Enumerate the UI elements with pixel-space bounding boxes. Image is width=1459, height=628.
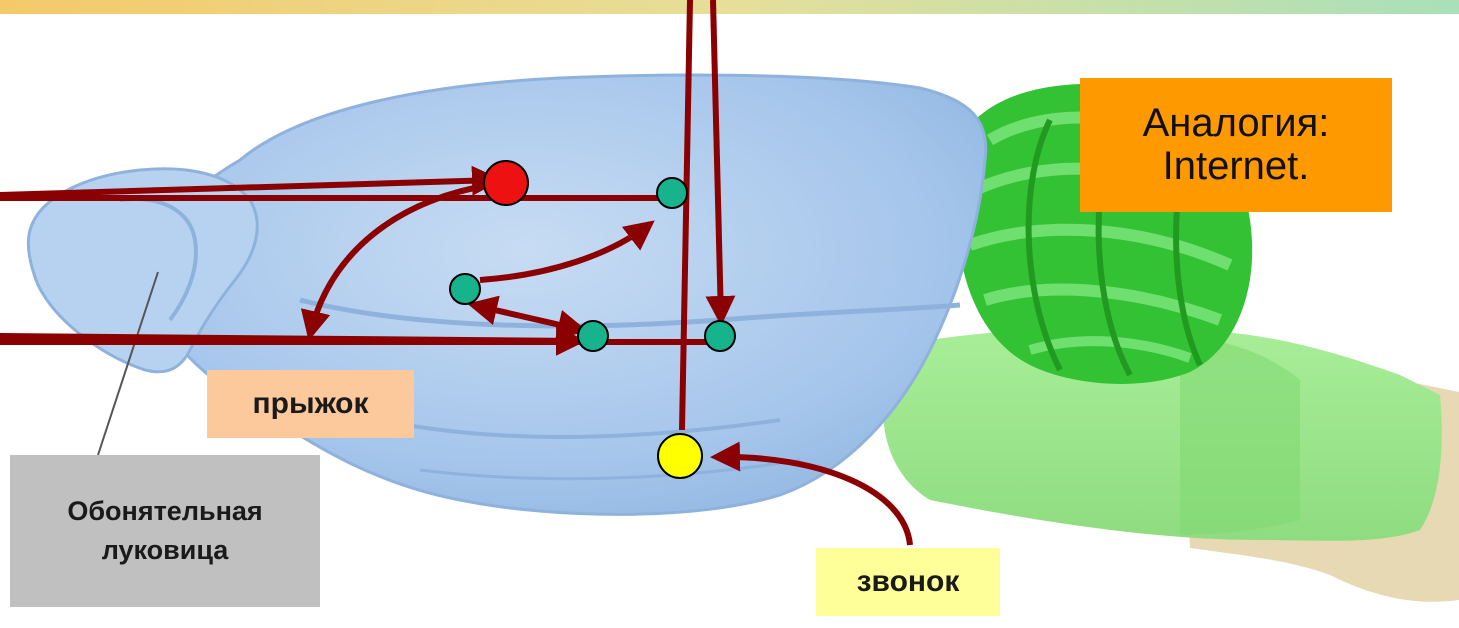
olfactory-label-line-1: Обонятельная bbox=[67, 492, 262, 531]
neuron-upper-right bbox=[657, 178, 687, 208]
yellow-neuron bbox=[658, 434, 702, 478]
olfactory-bulb-label: Обонятельная луковица bbox=[10, 455, 320, 607]
red-neuron bbox=[484, 161, 528, 205]
analogy-line-1: Аналогия: bbox=[1143, 102, 1330, 145]
neuron-right bbox=[705, 321, 735, 351]
analogy-line-2: Internet. bbox=[1163, 145, 1310, 188]
analogy-box: Аналогия: Internet. bbox=[1080, 78, 1392, 212]
bell-label: звонок bbox=[816, 548, 1000, 616]
top-bar bbox=[0, 0, 1459, 14]
neuron-middle-left bbox=[450, 274, 480, 304]
olfactory-label-line-2: луковица bbox=[102, 531, 229, 570]
neuron-middle bbox=[578, 321, 608, 351]
cerebrum bbox=[148, 75, 985, 514]
jump-label: прыжок bbox=[207, 370, 414, 438]
